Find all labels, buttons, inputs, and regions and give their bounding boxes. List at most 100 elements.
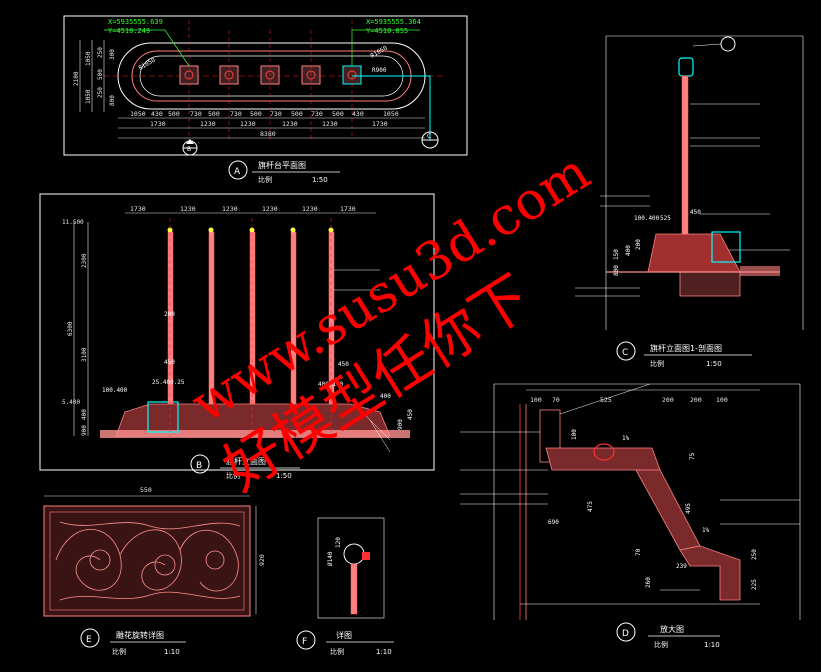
coord-leader-1 [104, 29, 190, 67]
panel-c-marker: C [622, 348, 628, 358]
panel-a-frame [63, 15, 468, 156]
elev-right-label-1: 450 [407, 409, 414, 420]
dim-row1-8: 500 [291, 110, 303, 118]
plan-left-dims: 2100 1050 1050 250 500 250 300 800 [73, 40, 116, 112]
panel-c-scale-label: 比例 [650, 359, 664, 368]
panel-d-scale-label: 比例 [654, 640, 668, 649]
dim-row1-0: 1050 [130, 110, 146, 118]
panel-a-scale: 1:50 [312, 176, 328, 184]
plan-flag-bases [179, 65, 362, 85]
section-dim-6: 200 [635, 239, 642, 250]
panel-a-title-block: A 旗杆台平面图 比例 1:50 [228, 160, 340, 184]
enl-dim-0: 100 [571, 429, 578, 440]
enl-dim-2: 75 [689, 452, 696, 460]
panel-a-marker: A [234, 167, 241, 177]
enl-dim-5: 690 [548, 519, 559, 526]
dim-row2-5: 1730 [372, 120, 388, 128]
elev-mid-label-0: 200 [164, 311, 175, 318]
section-dim-1: 525 [660, 215, 671, 222]
detail-pole [350, 563, 358, 615]
enl-red-detail [593, 443, 615, 461]
dim-row1-5: 730 [230, 110, 242, 118]
section-pole [681, 75, 689, 247]
panel-d-title-block: D 放大图 比例 1:10 [616, 622, 720, 649]
panel-a-title: 旗杆台平面图 [258, 160, 306, 170]
elev-left-dim-5: 400 [81, 409, 88, 420]
elev-left-dim-1: 2300 [81, 253, 88, 268]
enl-top-dim-4: 200 [690, 396, 702, 404]
panel-d-enlarged[interactable]: 100 70 525 200 200 100 100 1% 75 475 495… [460, 383, 801, 649]
elev-top-dim-4: 1230 [302, 205, 318, 213]
section-dim-0: 100.400 [634, 215, 660, 222]
elev-left-dim-6: 900 [81, 425, 88, 436]
enl-dim-8: 225 [751, 579, 758, 590]
panel-d-marker: D [622, 629, 629, 639]
carving-width: 550 [140, 486, 152, 494]
panel-f-detail[interactable]: Ø140 120 F 详图 比例 1:10 [296, 517, 394, 656]
enl-dim-7: 239 [676, 563, 687, 570]
elev-left-dim-0: 11.500 [62, 219, 84, 226]
left-dim-4: 500 [97, 69, 104, 80]
section-dim-5: 400 [625, 245, 632, 256]
elev-mid-label-4: 400.100 [318, 381, 344, 388]
plan-grid-lines [188, 20, 353, 140]
panel-e-scale-label: 比例 [112, 647, 126, 656]
enl-dim-9: 250 [751, 549, 758, 560]
carving-height: 920 [258, 554, 266, 566]
panel-b-frame [39, 193, 435, 471]
enl-dim-6: 70 [635, 548, 642, 556]
panel-b-marker: B [196, 461, 202, 471]
panel-b-scale-label: 比例 [226, 471, 240, 480]
dim-row1-6: 500 [250, 110, 262, 118]
enl-dim-1: 1% [622, 435, 630, 442]
section-b-letter: B [187, 146, 191, 153]
dim-row1-4: 500 [208, 110, 220, 118]
flag-base-5 [342, 65, 362, 85]
panel-b-title-block: B 旗杆立面图 比例 1:50 [190, 454, 300, 480]
panel-d-scale: 1:10 [704, 641, 720, 649]
panel-e-marker: E [86, 635, 92, 645]
elev-top-dim-1: 1230 [180, 205, 196, 213]
panel-f-title: 详图 [336, 630, 352, 640]
flag-base-1 [179, 65, 199, 85]
enl-top-dim-1: 70 [552, 396, 560, 404]
carving-pattern [55, 521, 241, 601]
panel-a-scale-label: 比例 [258, 175, 272, 184]
panel-f-title-block: F 详图 比例 1:10 [296, 630, 394, 656]
dim-row1-2: 500 [168, 110, 180, 118]
panel-c-title: 旗杆立面图1-剖面图 [650, 343, 722, 353]
panel-c-section[interactable]: 100.400 525 450 150 800 400 200 C 旗杆立面图1… [575, 35, 804, 368]
panel-b-scale: 1:50 [276, 472, 292, 480]
panel-e-title-block: E 雕花旋转详图 比例 1:10 [80, 628, 186, 656]
elev-mid-label-2: 25.400.25 [152, 379, 185, 386]
panel-f-frame [317, 517, 385, 619]
carving-panel [43, 505, 251, 617]
left-dim-0: 2100 [73, 71, 80, 86]
section-dim-2: 450 [690, 209, 701, 216]
dim-row2-4: 1230 [322, 120, 338, 128]
panel-b-elevation[interactable]: 1730 1230 1230 1230 1230 1730 11.500 230… [39, 193, 435, 480]
section-cyan-detail [711, 231, 741, 263]
dim-row2-2: 1230 [240, 120, 256, 128]
dim-row1-10: 500 [332, 110, 344, 118]
section-marker-c[interactable]: C [421, 131, 439, 149]
elev-mid-label-3: 100.400 [102, 387, 128, 394]
section-marker-b[interactable]: B [182, 139, 198, 156]
elev-top-dim-2: 1230 [222, 205, 238, 213]
panel-d-title: 放大图 [660, 624, 684, 634]
panel-e-carving[interactable]: 550 920 E 雕花旋转详图 比例 1:10 [43, 486, 266, 656]
enl-dim-11: 1% [702, 527, 710, 534]
dim-row1-11: 430 [352, 110, 364, 118]
panel-c-scale: 1:50 [706, 360, 722, 368]
detail-dim-0: Ø140 [327, 551, 334, 566]
dim-row2-1: 1230 [200, 120, 216, 128]
dim-row1-12: 1050 [383, 110, 399, 118]
enl-dim-4: 495 [685, 503, 692, 514]
left-dim-6: 300 [109, 49, 116, 60]
elev-left-dim-4: 5.400 [62, 399, 80, 406]
enl-top-dim-2: 525 [600, 396, 612, 404]
coord2-x: X=5935555.364 [366, 18, 421, 26]
elev-leaders [334, 269, 391, 453]
elev-left-dim-3: 3100 [81, 347, 88, 362]
